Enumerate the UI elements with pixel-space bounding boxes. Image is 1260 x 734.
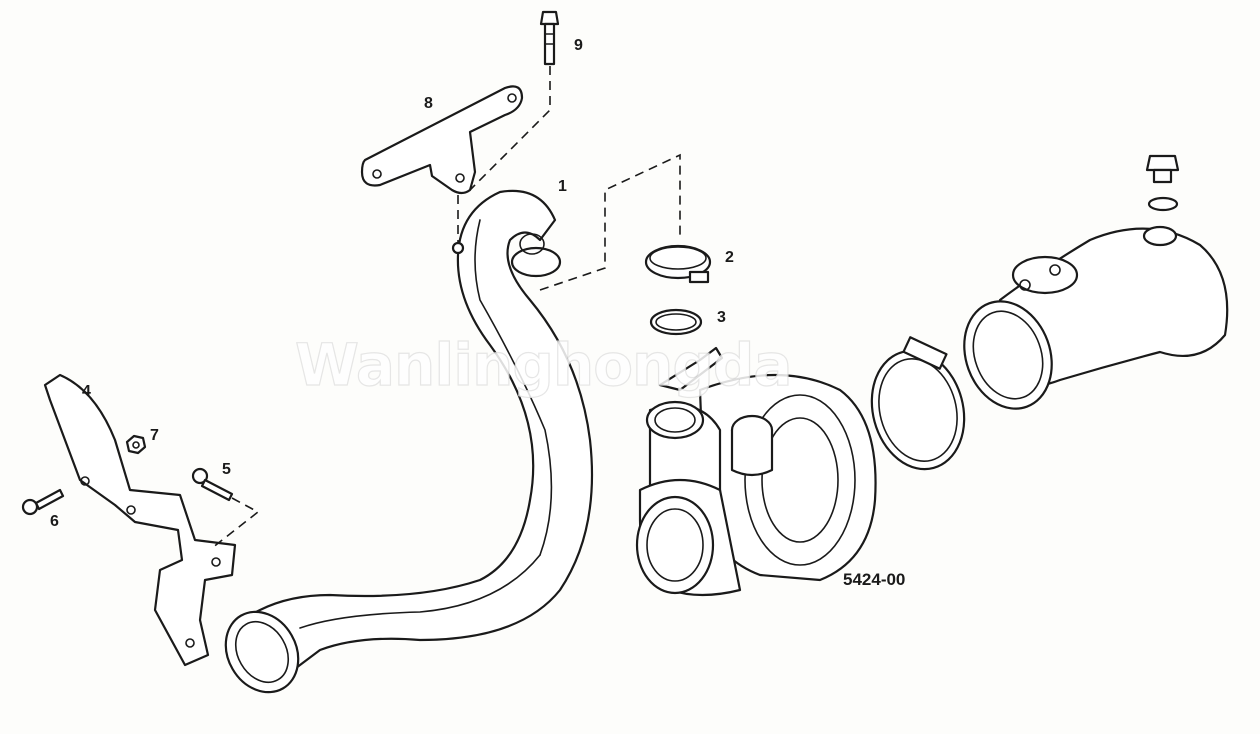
turbocharger	[635, 346, 877, 597]
bolt-6	[21, 488, 65, 516]
watermark: Wanlinghongda	[295, 331, 792, 399]
callout-3: 3	[717, 309, 726, 326]
drain-plug	[1145, 154, 1180, 212]
callout-6: 6	[50, 513, 59, 530]
bolt-9	[539, 10, 560, 66]
callout-8: 8	[424, 95, 433, 112]
nut-7	[125, 434, 147, 455]
bolt-5	[191, 467, 234, 502]
bracket-4	[43, 373, 237, 667]
callout-7: 7	[150, 427, 159, 444]
callout-9: 9	[574, 37, 583, 54]
drawing-code: 5424-00	[843, 570, 905, 589]
air-inlet-elbow	[963, 225, 1229, 410]
callout-5: 5	[222, 461, 231, 478]
oil-return-pipe-1	[224, 189, 594, 694]
o-ring-3	[649, 308, 703, 336]
callout-2: 2	[725, 249, 734, 266]
callout-4: 4	[82, 383, 91, 400]
hose-clamp-2	[644, 244, 712, 284]
support-plate-8	[360, 85, 524, 195]
hose-clamp-large	[870, 336, 966, 471]
callout-1: 1	[558, 178, 567, 195]
